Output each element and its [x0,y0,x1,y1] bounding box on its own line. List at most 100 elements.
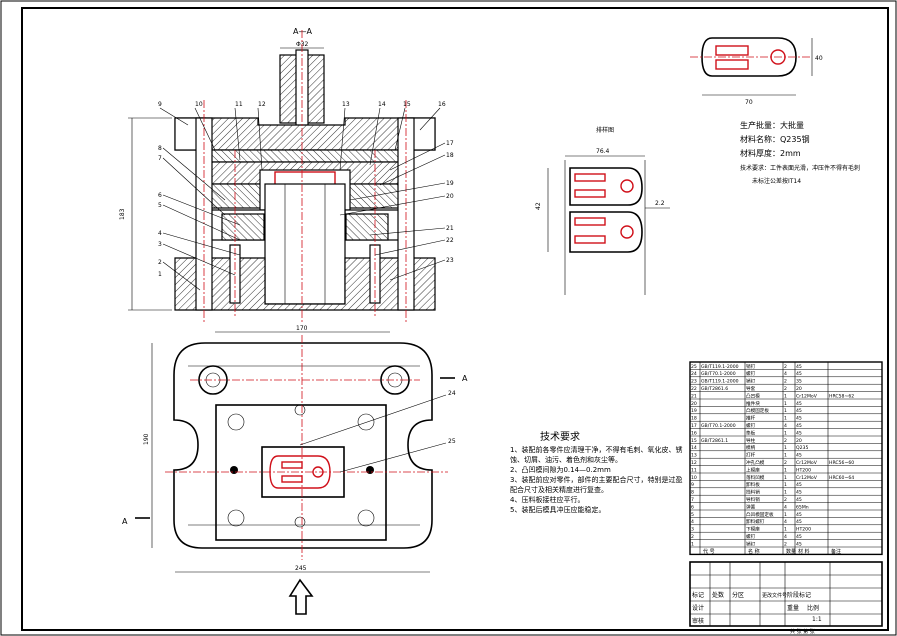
bom-cell: 4 [784,534,787,540]
svg-text:25: 25 [448,438,456,445]
bom-cell: 1 [784,512,787,518]
dim-total-height: 183 [119,208,126,220]
bom-cell: 13 [691,453,697,459]
section-label: A—A [293,27,312,36]
section-marker-top: A [462,374,468,383]
bom-cell: HT200 [796,467,811,473]
tb-zone: 分区 [732,591,744,599]
bom-cell: 导套 [746,385,756,392]
tb-design: 设计 [692,604,704,612]
strip-layout: 排样图 76.4 42 2.2 [535,126,670,295]
bom-cell: 45 [796,401,802,407]
tech-item-4: 4、压料板接柱应平行。 [510,496,585,504]
bom-cell: 6 [691,504,694,510]
bom-cell: 凸凹模 [746,392,760,399]
bom-cell: 螺钉 [746,533,756,540]
tb-check: 审核 [692,617,704,625]
bom-cell: 凸模固定板 [746,407,769,414]
punch-die [264,183,346,305]
bom-cell: 18 [691,416,697,422]
bom-cell: 导柱 [746,437,756,444]
bom-cell: 推件块 [746,400,760,407]
svg-text:18: 18 [446,152,454,159]
bom-cell: 9 [691,482,694,488]
bom-cell: 45 [796,416,802,422]
tech-requirements: 技术要求 1、装配前各零件应清理干净，不得有毛刺、氧化皮、锈蚀、切屑、油污、着色… [510,430,688,515]
svg-text:技术要求：工件表面光滑，冲压件不得有毛刺: 技术要求：工件表面光滑，冲压件不得有毛刺 [740,164,860,172]
bom-cell: 销钉 [746,378,756,385]
bom-cell: 1 [784,430,787,436]
bom-cell: 销钉 [746,363,756,370]
dim-width-top: 170 [296,325,308,332]
bom-cell: 5 [691,512,694,518]
bom-table: 2 5 GB/T119.1-2000 销钉 2 45 2 4 GB/T70.1-2000 螺钉 4 4… [689,361,883,556]
bom-cell: 45 [796,364,802,370]
bom-cell: 22 [691,386,697,392]
svg-text:7: 7 [158,155,162,162]
svg-text:9: 9 [158,101,162,108]
bom-cell: 45 [796,371,802,377]
bom-cell: 1 [784,482,787,488]
svg-text:13: 13 [342,101,350,108]
bom-cell: 卸料板 [746,481,760,488]
svg-text:3: 3 [158,241,162,248]
bom-cell: 45 [796,541,802,547]
bom-cell: 65Mn [796,504,809,510]
bom-cell: 45 [796,482,802,488]
svg-text:生产批量：大批量: 生产批量：大批量 [740,120,804,130]
plan-view: 170 245 190 A A 24 25 [122,325,468,615]
bom-cell: HT200 [796,527,811,533]
bom-cell: GB/T70.1-2000 [701,371,736,377]
svg-text:材料厚度：2mm: 材料厚度：2mm [740,148,801,158]
bom-cell: 卸料螺钉 [746,518,765,525]
bom-cell: 1 [784,527,787,533]
bom-cell: 2 [784,438,787,444]
strip-blank-1 [569,167,643,206]
lower-plate [215,404,387,541]
bom-cell: 螺钉 [746,422,756,429]
tb-scale-value: 1:1 [812,616,822,623]
strip-blank-2 [569,211,643,253]
guide-hole-right [380,365,410,395]
bom-cell: 下模座 [746,526,760,533]
bom-cell: 45 [796,408,802,414]
bom-cell: 2 [784,460,787,466]
bom-cell: Cr12MoV [796,460,818,466]
bom-cell: 14 [691,445,697,451]
svg-text:14: 14 [378,101,386,108]
leader-lines [159,107,446,291]
dim-part-width: 70 [745,99,753,106]
tech-title: 技术要求 [540,430,580,443]
bom-cell: 7 [691,497,694,503]
bom-cell: 1 [784,475,787,481]
svg-text:2: 2 [158,259,162,266]
section-marker-bottom: A [122,517,128,526]
bom-cell: 2 [784,364,787,370]
tb-sheet: 共 张 第 张 [790,628,815,635]
bom-cell: 20 [691,401,697,407]
bom-cell: 1 [784,416,787,422]
bom-cell: 2 [691,534,694,540]
bom-cell: 1 [784,453,787,459]
bom-cell: 1 [784,401,787,407]
bom-cell: 挡料销 [746,489,760,496]
bom-cell: 23 [691,379,697,385]
svg-text:11: 11 [235,101,243,108]
bom-cell: Cr12MoV [796,475,818,481]
tb-mark: 标记 [692,591,704,599]
svg-text:4: 4 [158,230,162,237]
svg-text:材料名称：Q235钢: 材料名称：Q235钢 [740,134,810,144]
bom-header-qty: 数量 [786,548,796,555]
bom-cell: GB/T119.1-2000 [701,364,739,370]
bom-cell: 8 [691,490,694,496]
dim-depth: 190 [143,433,150,445]
tech-requirements-list: 1、装配前各零件应清理干净，不得有毛刺、氧化皮、锈蚀、切屑、油污、着色剂和灰尘等… [510,445,688,515]
bom-cell: 16 [691,430,697,436]
bom-cell: 4 [691,519,694,525]
bom-cell: 45 [796,534,802,540]
bom-cell: 17 [691,423,697,429]
part-number-labels: 9 10 11 12 13 14 15 16 8 7 6 5 4 3 2 1 1… [158,101,454,278]
bom-cell: 弹簧 [746,503,756,510]
bom-cell: 4 [784,504,787,510]
bom-cell: GB/T2861.1 [701,438,728,444]
